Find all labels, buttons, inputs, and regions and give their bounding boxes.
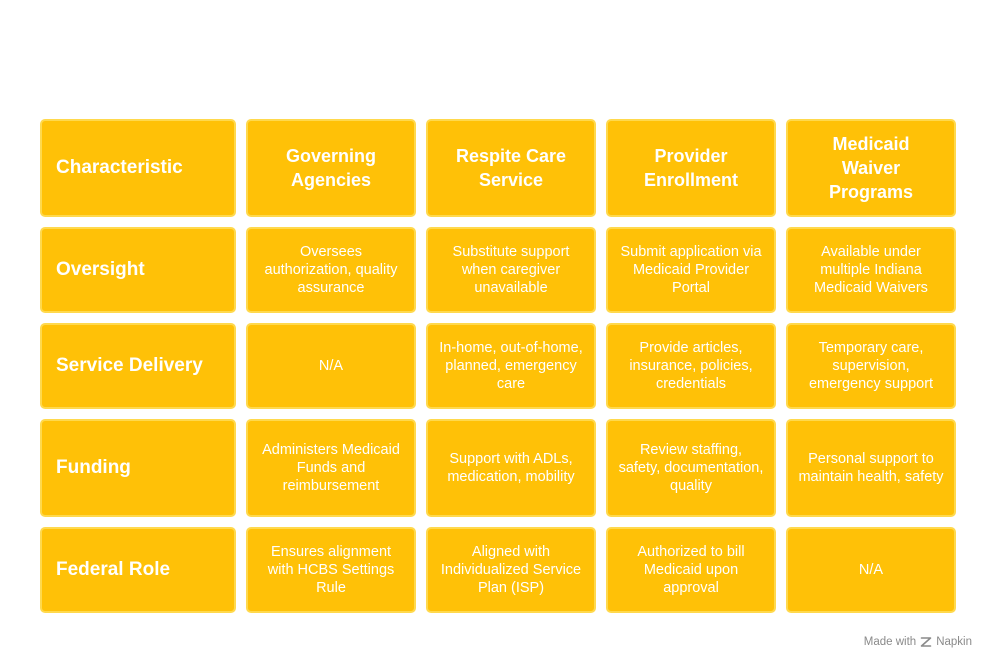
comparison-table: Characteristic Governing Agencies Respit… bbox=[40, 119, 956, 613]
footer-made-with-text: Made with bbox=[863, 636, 917, 648]
cell-text: Administers Medicaid Funds and reimburse… bbox=[262, 442, 400, 494]
table-cell: Support with ADLs, medication, mobility bbox=[426, 419, 596, 517]
cell-text: Substitute support when caregiver unavai… bbox=[452, 244, 570, 296]
table-cell: Available under multiple Indiana Medicai… bbox=[786, 227, 956, 313]
header-medicaid-waiver-programs: Medicaid Waiver Programs bbox=[786, 119, 956, 217]
made-with-napkin-footer[interactable]: Made with Napkin bbox=[864, 636, 972, 648]
table-cell: Oversees authorization, quality assuranc… bbox=[246, 227, 416, 313]
cell-text: Oversees authorization, quality assuranc… bbox=[264, 244, 398, 296]
table-cell: Review staffing, safety, documentation, … bbox=[606, 419, 776, 517]
table-cell: Temporary care, supervision, emergency s… bbox=[786, 323, 956, 409]
cell-text: Provide articles, insurance, policies, c… bbox=[629, 340, 753, 392]
footer-brand-text: Napkin bbox=[936, 636, 972, 648]
header-governing-agencies-text: Governing Agencies bbox=[285, 146, 376, 190]
cell-text: N/A bbox=[318, 358, 344, 374]
cell-text: Available under multiple Indiana Medicai… bbox=[814, 244, 928, 296]
table-cell: N/A bbox=[786, 527, 956, 613]
header-medicaid-waiver-programs-text: Medicaid Waiver Programs bbox=[828, 134, 914, 202]
cell-text: Ensures alignment with HCBS Settings Rul… bbox=[267, 544, 395, 596]
table-cell: Submit application via Medicaid Provider… bbox=[606, 227, 776, 313]
table-cell: In-home, out-of-home, planned, emergency… bbox=[426, 323, 596, 409]
cell-text: Temporary care, supervision, emergency s… bbox=[808, 340, 934, 392]
cell-text: Review staffing, safety, documentation, … bbox=[618, 442, 764, 494]
table-cell: Administers Medicaid Funds and reimburse… bbox=[246, 419, 416, 517]
cell-text: Aligned with Individualized Service Plan… bbox=[440, 544, 582, 596]
table-cell: Aligned with Individualized Service Plan… bbox=[426, 527, 596, 613]
row-label-text: Service Delivery bbox=[56, 355, 203, 376]
header-provider-enrollment-text: Provider Enrollment bbox=[643, 146, 738, 190]
header-characteristic-text: Characteristic bbox=[56, 157, 183, 178]
row-label-oversight: Oversight bbox=[40, 227, 236, 313]
table-cell: Substitute support when caregiver unavai… bbox=[426, 227, 596, 313]
header-respite-care-service: Respite Care Service bbox=[426, 119, 596, 217]
cell-text: In-home, out-of-home, planned, emergency… bbox=[439, 340, 583, 392]
napkin-logo-icon bbox=[920, 636, 932, 648]
row-label-text: Funding bbox=[56, 457, 131, 478]
cell-text: N/A bbox=[858, 562, 884, 578]
table-cell: Personal support to maintain health, saf… bbox=[786, 419, 956, 517]
table-cell: Provide articles, insurance, policies, c… bbox=[606, 323, 776, 409]
row-label-funding: Funding bbox=[40, 419, 236, 517]
row-label-federal-role: Federal Role bbox=[40, 527, 236, 613]
header-characteristic: Characteristic bbox=[40, 119, 236, 217]
cell-text: Submit application via Medicaid Provider… bbox=[620, 244, 762, 296]
table-cell: Ensures alignment with HCBS Settings Rul… bbox=[246, 527, 416, 613]
row-label-text: Federal Role bbox=[56, 559, 171, 580]
header-governing-agencies: Governing Agencies bbox=[246, 119, 416, 217]
cell-text: Authorized to bill Medicaid upon approva… bbox=[637, 544, 745, 596]
cell-text: Support with ADLs, medication, mobility bbox=[447, 451, 575, 485]
row-label-text: Oversight bbox=[56, 259, 145, 280]
header-respite-care-service-text: Respite Care Service bbox=[455, 146, 567, 190]
cell-text: Personal support to maintain health, saf… bbox=[798, 451, 944, 485]
table-cell: N/A bbox=[246, 323, 416, 409]
table-cell: Authorized to bill Medicaid upon approva… bbox=[606, 527, 776, 613]
header-provider-enrollment: Provider Enrollment bbox=[606, 119, 776, 217]
row-label-service-delivery: Service Delivery bbox=[40, 323, 236, 409]
